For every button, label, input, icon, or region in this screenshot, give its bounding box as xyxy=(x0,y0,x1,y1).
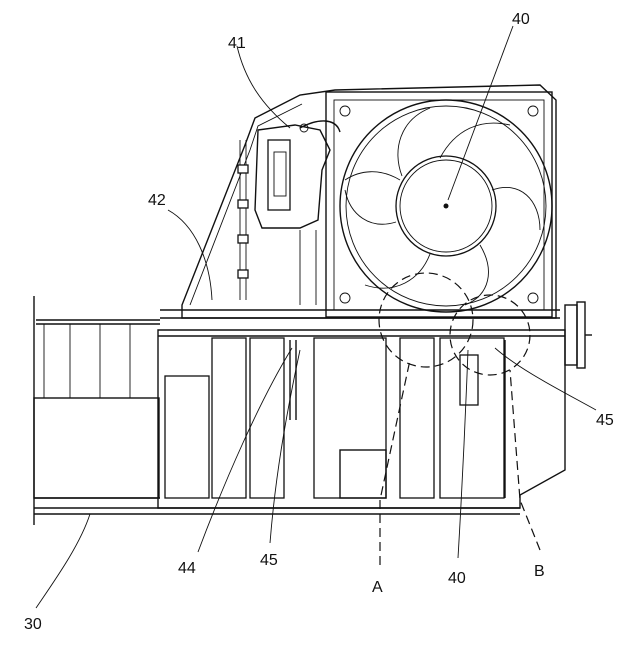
section-body xyxy=(158,330,565,508)
label-rib-left: 44 xyxy=(178,560,196,577)
label-fan-top: 40 xyxy=(512,11,530,28)
label-boss-right: 45 xyxy=(596,412,614,429)
label-fan-bottom: 40 xyxy=(448,570,466,587)
fan xyxy=(326,92,552,317)
reference-labels: 40 41 42 44 45 45 40 A B 30 xyxy=(24,11,614,633)
connector xyxy=(255,121,340,228)
label-boss-left: 45 xyxy=(260,552,278,569)
label-housing: 42 xyxy=(148,192,166,209)
side-knob xyxy=(565,302,592,368)
label-connector: 41 xyxy=(228,35,246,52)
upper-housing xyxy=(160,85,560,318)
label-base: 30 xyxy=(24,616,42,633)
label-detail-b: B xyxy=(534,563,545,580)
label-detail-a: A xyxy=(372,579,383,596)
